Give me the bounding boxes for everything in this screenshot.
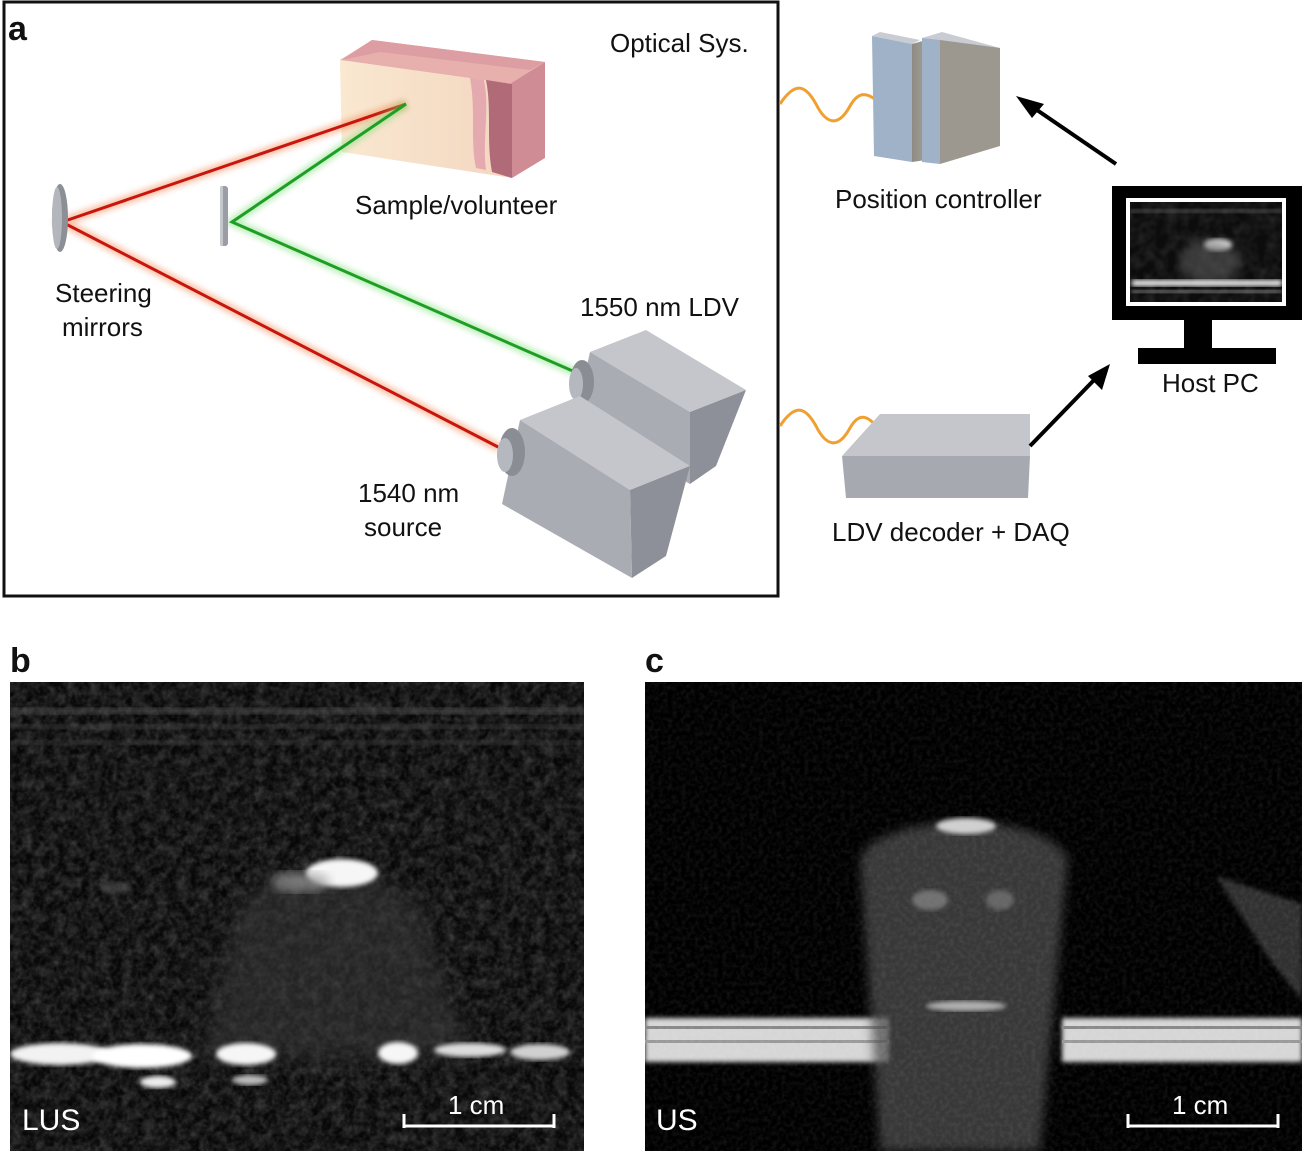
mirrors-label-line1: Steering bbox=[55, 278, 152, 308]
cable-controller bbox=[778, 86, 877, 123]
us-image bbox=[645, 682, 1302, 1151]
steering-mirror-1 bbox=[52, 184, 68, 252]
us-scalebar bbox=[1126, 1114, 1280, 1128]
arrow-decoder-to-pc bbox=[1028, 364, 1110, 448]
host-pc-monitor bbox=[1112, 186, 1302, 364]
cable-decoder bbox=[778, 408, 878, 445]
lus-image bbox=[10, 682, 584, 1151]
optical-system-box bbox=[2, 0, 780, 598]
decoder-daq-device bbox=[842, 414, 1030, 498]
ldv-device bbox=[569, 330, 746, 484]
optical-system-title: Optical Sys. bbox=[610, 28, 749, 58]
us-image-label: US bbox=[656, 1104, 698, 1137]
sample-tissue-block bbox=[340, 40, 545, 178]
arrow-pc-to-controller bbox=[1016, 96, 1118, 166]
beam-ldv bbox=[222, 100, 577, 377]
position-controller-label: Position controller bbox=[835, 184, 1042, 214]
panel-letter-c: c bbox=[645, 642, 664, 680]
source-device bbox=[497, 396, 690, 578]
panel-letter-b: b bbox=[10, 642, 31, 680]
lus-scalebar bbox=[402, 1114, 556, 1128]
position-controller-device bbox=[872, 32, 1000, 164]
decoder-label: LDV decoder + DAQ bbox=[832, 517, 1070, 547]
ldv-label: 1550 nm LDV bbox=[580, 292, 740, 322]
lus-scalebar-label: 1 cm bbox=[448, 1090, 504, 1120]
panel-letter-a: a bbox=[8, 10, 28, 48]
mirrors-label-line2: mirrors bbox=[62, 312, 143, 342]
sample-label: Sample/volunteer bbox=[355, 190, 558, 220]
host-pc-label: Host PC bbox=[1162, 368, 1259, 398]
lus-image-label: LUS bbox=[22, 1104, 80, 1137]
steering-mirror-2 bbox=[220, 186, 228, 246]
us-scalebar-label: 1 cm bbox=[1172, 1090, 1228, 1120]
source-label-line2: source bbox=[364, 512, 442, 542]
source-label-line1: 1540 nm bbox=[358, 478, 459, 508]
